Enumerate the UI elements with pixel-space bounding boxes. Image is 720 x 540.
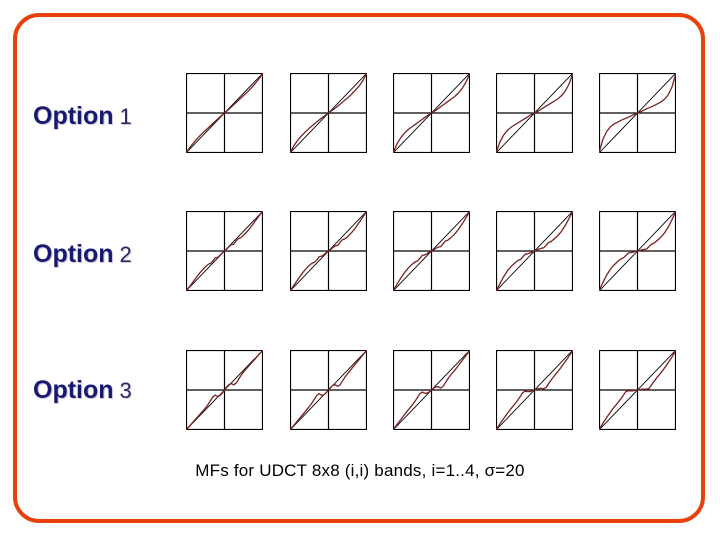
mf-curve xyxy=(496,211,573,291)
mf-plot-r3-c1 xyxy=(186,350,263,430)
row-label-number: 1 xyxy=(119,104,132,129)
mf-plot-r3-c2 xyxy=(290,350,367,430)
mf-curve xyxy=(496,73,573,153)
mf-curve xyxy=(393,73,470,153)
mf-plot-r3-c4 xyxy=(496,350,573,430)
mf-curve xyxy=(186,73,263,153)
figure-caption: MFs for UDCT 8x8 (i,i) bands, i=1..4, σ=… xyxy=(195,461,525,480)
row-label-number: 2 xyxy=(119,242,132,267)
mf-plot-r3-c3 xyxy=(393,350,470,430)
mf-plot-r2-c3 xyxy=(393,211,470,291)
mf-curve xyxy=(290,211,367,291)
mf-plot-r1-c4 xyxy=(496,73,573,153)
mf-curve xyxy=(186,211,263,291)
mf-curve xyxy=(599,211,676,291)
mf-plot-r1-c1 xyxy=(186,73,263,153)
mf-curve xyxy=(599,73,676,153)
mf-curve xyxy=(290,350,367,430)
row-label-word: Option xyxy=(33,376,114,404)
mf-curve xyxy=(290,73,367,153)
mf-plot-r1-c2 xyxy=(290,73,367,153)
mf-plot-r2-c4 xyxy=(496,211,573,291)
row-label-number: 3 xyxy=(119,378,132,403)
mf-plot-r1-c3 xyxy=(393,73,470,153)
mf-curve xyxy=(599,350,676,430)
row-label-word: Option xyxy=(33,102,114,130)
mf-plot-r2-c1 xyxy=(186,211,263,291)
mf-curve xyxy=(393,211,470,291)
mf-plot-r3-c5 xyxy=(599,350,676,430)
mf-curve xyxy=(393,350,470,430)
mf-curve xyxy=(496,350,573,430)
mf-curve xyxy=(186,350,263,430)
mf-plot-r2-c2 xyxy=(290,211,367,291)
mf-plot-r2-c5 xyxy=(599,211,676,291)
mf-plot-r1-c5 xyxy=(599,73,676,153)
row-label-word: Option xyxy=(33,240,114,268)
